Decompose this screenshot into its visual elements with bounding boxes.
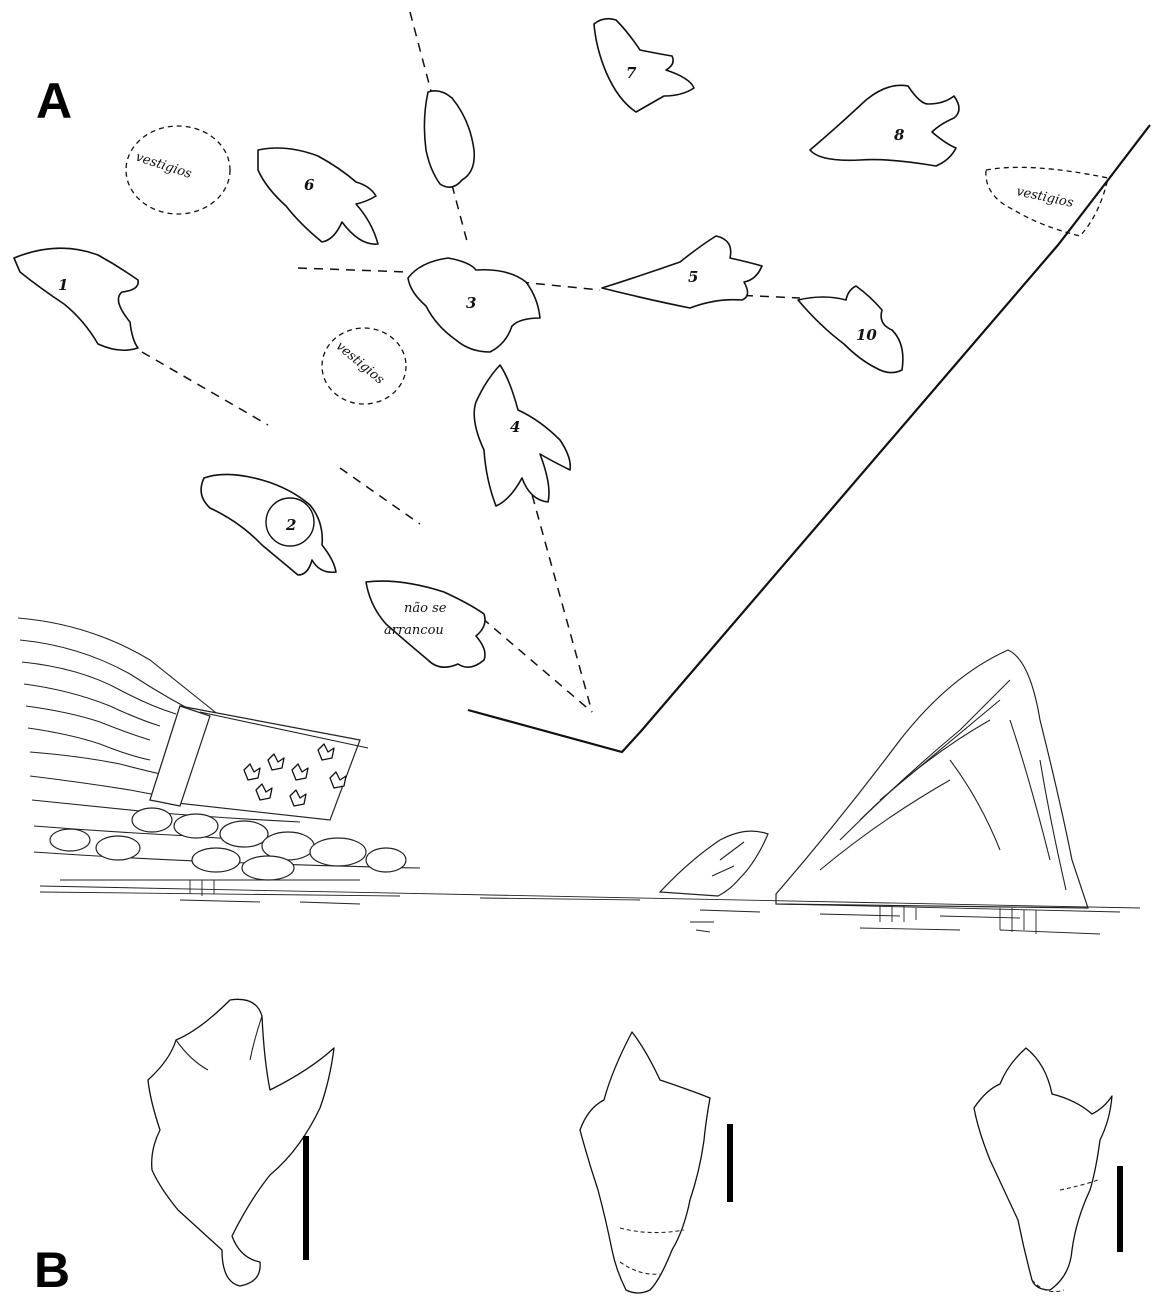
footprint-5	[602, 236, 762, 308]
footprint-label-8: 8	[894, 126, 905, 144]
note-nao-se-line2: arrancou	[384, 623, 444, 638]
vestigios-label-3: vestigios	[1015, 184, 1075, 211]
trackway-line-3-5	[520, 282, 600, 290]
footprint-label-2: 2	[285, 516, 296, 534]
panel-b-footprints	[148, 999, 1120, 1293]
tilted-slab	[150, 706, 368, 820]
footprint-label-10: 10	[856, 326, 877, 344]
footprint-4	[474, 365, 570, 506]
footprint-label-7: 7	[626, 64, 637, 82]
footprint-unnumbered-upper	[424, 91, 474, 187]
footprint-label-1: 1	[58, 276, 68, 294]
footprint-7	[594, 19, 694, 112]
slab-edge-line	[468, 125, 1150, 752]
footprint-label-4: 4	[510, 418, 520, 436]
trackway-line-west	[298, 268, 408, 272]
central-rock	[660, 831, 768, 896]
boulders	[50, 808, 406, 880]
right-rock	[776, 650, 1088, 908]
trackway-line-to-apex	[482, 618, 592, 712]
panel-b-footprint-2	[580, 1032, 710, 1293]
panel-label-a: A	[36, 73, 72, 129]
footprint-1	[14, 248, 138, 350]
footprint-10	[798, 286, 903, 373]
footprint-6	[258, 148, 378, 244]
footprint-label-6: 6	[304, 176, 315, 194]
panel-b-footprint-3	[974, 1048, 1112, 1290]
footprint-8	[810, 85, 959, 166]
trackway-line-4-apex	[528, 480, 592, 712]
vestigios-label-1: vestigios	[134, 150, 194, 182]
panel-label-b: B	[34, 1242, 70, 1298]
vestigios-label-2: vestigios	[333, 339, 387, 388]
note-nao-se-line1: não se	[404, 601, 447, 616]
footprint-label-3: 3	[466, 294, 476, 312]
footprints: 1 2 3 4 5 6 7 8 10 não se arrancou	[14, 19, 959, 668]
footprint-2	[201, 474, 336, 575]
footprint-label-5: 5	[688, 268, 698, 286]
